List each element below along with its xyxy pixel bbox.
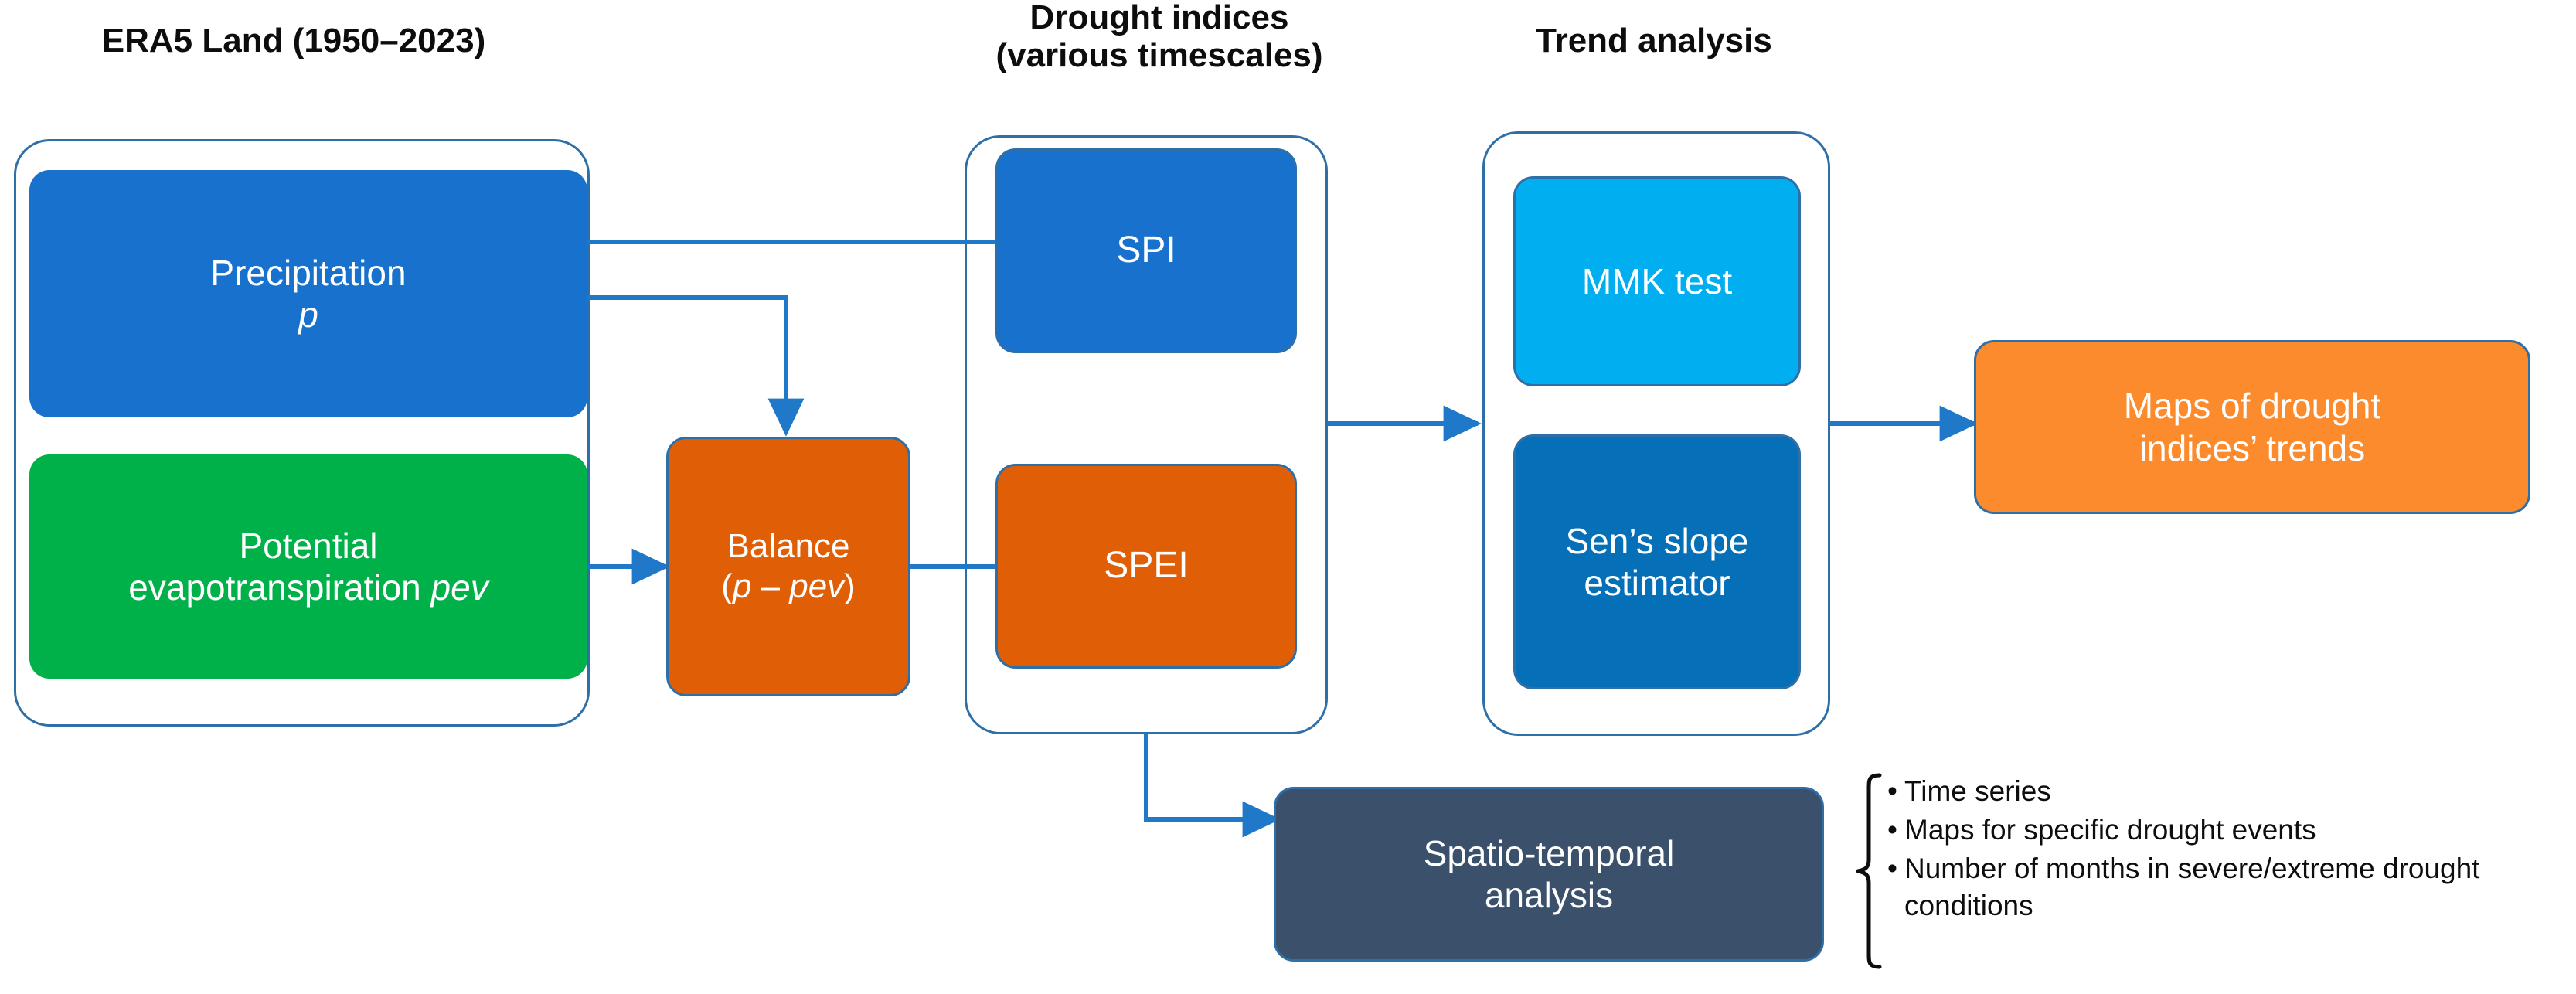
node-spi-label: SPI bbox=[1116, 230, 1176, 271]
node-pev-label-line2: evapotranspiration bbox=[128, 567, 431, 608]
heading-drought-indices-line2: (various timescales) bbox=[995, 36, 1323, 75]
node-precipitation-label: Precipitation bbox=[210, 252, 407, 293]
bullet-icon: • bbox=[1887, 814, 1897, 846]
node-mmk-test-label: MMK test bbox=[1581, 260, 1733, 301]
list-item: • Maps for specific drought events bbox=[1887, 812, 2567, 849]
node-sens-slope-estimator[interactable]: Sen’s slope estimator bbox=[1513, 434, 1801, 689]
bullet-icon: • bbox=[1887, 853, 1897, 885]
wire-precip-to-balance bbox=[587, 295, 805, 437]
list-item-label: Time series bbox=[1904, 775, 2051, 807]
node-spatiotemporal-line2: analysis bbox=[1484, 875, 1614, 915]
node-spatio-temporal-analysis[interactable]: Spatio-temporal analysis bbox=[1274, 787, 1824, 962]
bullet-icon: • bbox=[1887, 775, 1897, 807]
brace-icon bbox=[1853, 773, 1887, 969]
node-mmk-test[interactable]: MMK test bbox=[1513, 176, 1801, 386]
list-item-label: Maps for specific drought events bbox=[1904, 814, 2316, 846]
group-trend-analysis bbox=[1482, 131, 1830, 736]
heading-drought-indices: Drought indices (various timescales) bbox=[920, 0, 1399, 75]
node-maps-line1: Maps of drought bbox=[2123, 386, 2381, 427]
node-pev-label-line1: Potential bbox=[239, 525, 378, 566]
list-item: • Time series bbox=[1887, 773, 2567, 810]
wire-indices-to-spatiotemporal bbox=[1144, 734, 1281, 838]
group-drought-indices bbox=[965, 135, 1328, 734]
heading-trend-analysis: Trend analysis bbox=[1536, 22, 1772, 60]
node-spei-label: SPEI bbox=[1104, 545, 1189, 587]
heading-era5-land: ERA5 Land (1950–2023) bbox=[101, 22, 486, 60]
node-balance-label: Balance bbox=[727, 527, 850, 566]
node-spi[interactable]: SPI bbox=[995, 148, 1297, 353]
heading-drought-indices-line1: Drought indices bbox=[1029, 0, 1289, 36]
node-balance-formula: (p – pev) bbox=[721, 567, 856, 605]
node-maps-of-drought-indices-trends[interactable]: Maps of drought indices’ trends bbox=[1974, 340, 2530, 514]
group-era5-land bbox=[14, 139, 590, 727]
node-sens-slope-line1: Sen’s slope bbox=[1565, 520, 1749, 561]
node-spatiotemporal-line1: Spatio-temporal bbox=[1423, 832, 1675, 873]
list-item-label: Number of months in severe/extreme droug… bbox=[1904, 853, 2480, 922]
node-balance[interactable]: Balance (p – pev) bbox=[666, 437, 910, 696]
node-spei[interactable]: SPEI bbox=[995, 464, 1297, 669]
list-item: • Number of months in severe/extreme dro… bbox=[1887, 850, 2567, 924]
output-bullet-list: • Time series • Maps for specific drough… bbox=[1887, 773, 2567, 926]
node-sens-slope-line2: estimator bbox=[1584, 563, 1730, 603]
node-pev-symbol: pev bbox=[430, 567, 488, 608]
node-precipitation-symbol: p bbox=[298, 294, 318, 335]
node-potential-evapotranspiration[interactable]: Potential evapotranspiration pev bbox=[29, 454, 587, 679]
node-precipitation[interactable]: Precipitation p bbox=[29, 170, 587, 417]
node-maps-line2: indices’ trends bbox=[2139, 427, 2366, 468]
